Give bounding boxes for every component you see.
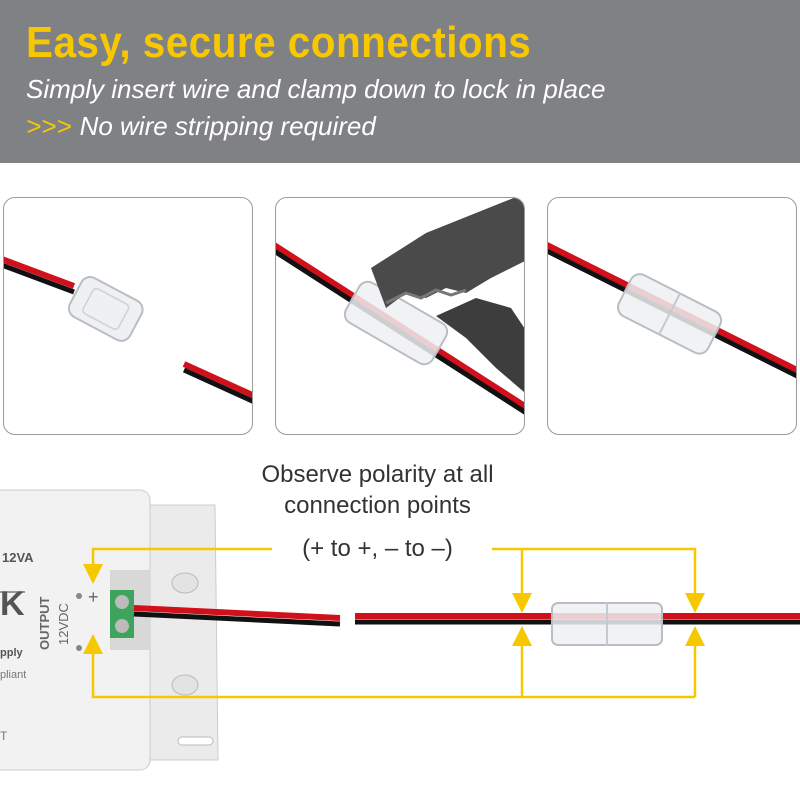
label-fragment: pply bbox=[0, 647, 23, 659]
wire-left bbox=[4, 256, 76, 295]
bullet-line: >>>No wire stripping required bbox=[26, 111, 376, 142]
power-supply bbox=[0, 489, 219, 771]
polarity-note-line2: connection points bbox=[284, 492, 471, 519]
subtitle: Simply insert wire and clamp down to loc… bbox=[26, 74, 606, 104]
rating-label: 12VA bbox=[2, 550, 34, 565]
step-locked-panel bbox=[547, 197, 797, 435]
clear-connector bbox=[551, 602, 663, 646]
output-label: OUTPUT bbox=[37, 597, 52, 651]
clear-connector bbox=[343, 280, 449, 366]
header-banner: Easy, secure connections Simply insert w… bbox=[0, 0, 800, 163]
polarity-note-line3: (+ to +, – to –) bbox=[302, 535, 453, 562]
label-fragment: T bbox=[0, 729, 8, 743]
plus-terminal-label: + bbox=[88, 587, 99, 607]
polarity-note-line1: Observe polarity at all bbox=[261, 461, 494, 488]
wire-from-supply bbox=[133, 605, 341, 627]
pliers-icon bbox=[371, 198, 524, 392]
chevrons-icon: >>> bbox=[26, 111, 72, 141]
clear-connector bbox=[617, 273, 723, 355]
clear-connector bbox=[67, 276, 144, 342]
step-insert-wire-panel bbox=[3, 197, 253, 435]
wiring-diagram: 12VA K pply pliant T OUTPUT 12VDC + – bbox=[0, 489, 800, 771]
label-fragment: pliant bbox=[0, 669, 26, 681]
wire-right bbox=[182, 361, 252, 404]
polarity-arrows bbox=[83, 547, 705, 699]
voltage-label: 12VDC bbox=[56, 603, 71, 645]
brand-logo-fragment: K bbox=[0, 585, 25, 623]
headline: Easy, secure connections bbox=[26, 18, 532, 67]
step-clamp-panel bbox=[275, 197, 525, 435]
bullet-text: No wire stripping required bbox=[79, 111, 376, 141]
